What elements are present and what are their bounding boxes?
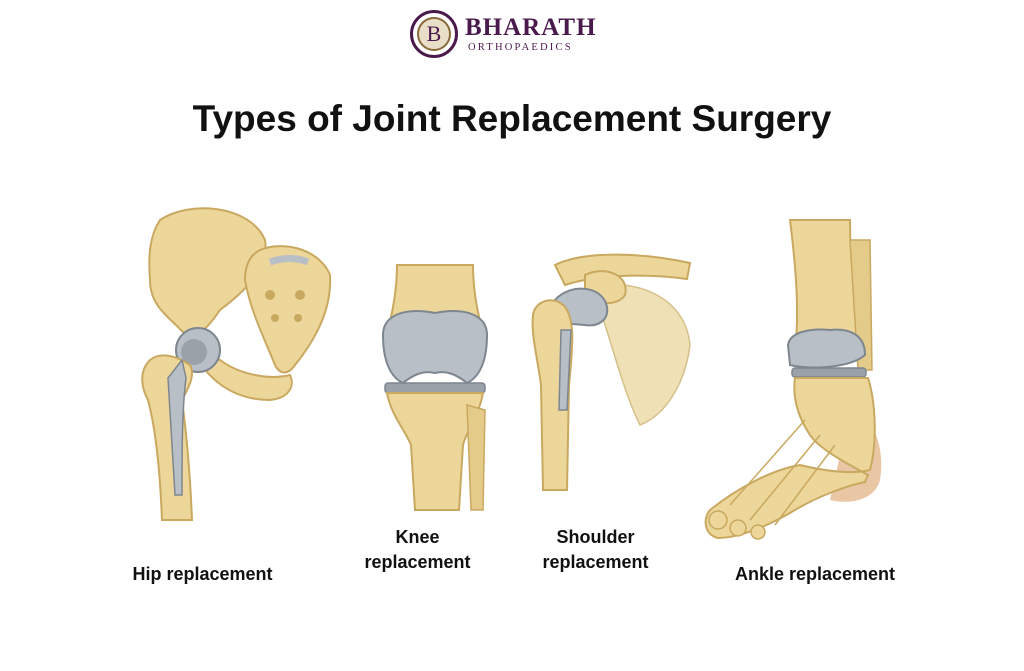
ankle-replacement-label: Ankle replacement	[720, 562, 910, 587]
shoulder-label-line2: replacement	[542, 552, 649, 572]
logo-subtitle: ORTHOPAEDICS	[468, 42, 573, 53]
knee-replacement-illustration	[381, 264, 489, 511]
ankle-label-line1: Ankle replacement	[734, 564, 896, 584]
logo-name: BHARATH	[465, 14, 597, 41]
hip-label-line1: Hip replacement	[132, 564, 273, 584]
knee-label-line2: replacement	[364, 552, 471, 572]
hip-replacement-label: Hip replacement	[115, 562, 290, 587]
page-title: Types of Joint Replacement Surgery	[192, 98, 832, 139]
logo-badge-icon: B	[410, 10, 458, 58]
hip-replacement-illustration	[141, 207, 332, 521]
knee-replacement-label: Knee replacement	[350, 525, 485, 575]
shoulder-label-line1: Shoulder	[556, 527, 635, 547]
knee-label-line1: Knee	[395, 527, 440, 547]
brand-logo: B BHARATH ORTHOPAEDICS	[410, 10, 610, 62]
ankle-replacement-illustration	[704, 219, 882, 540]
shoulder-replacement-label: Shoulder replacement	[528, 525, 663, 575]
logo-letter: B	[417, 17, 451, 51]
shoulder-replacement-illustration	[531, 253, 692, 491]
